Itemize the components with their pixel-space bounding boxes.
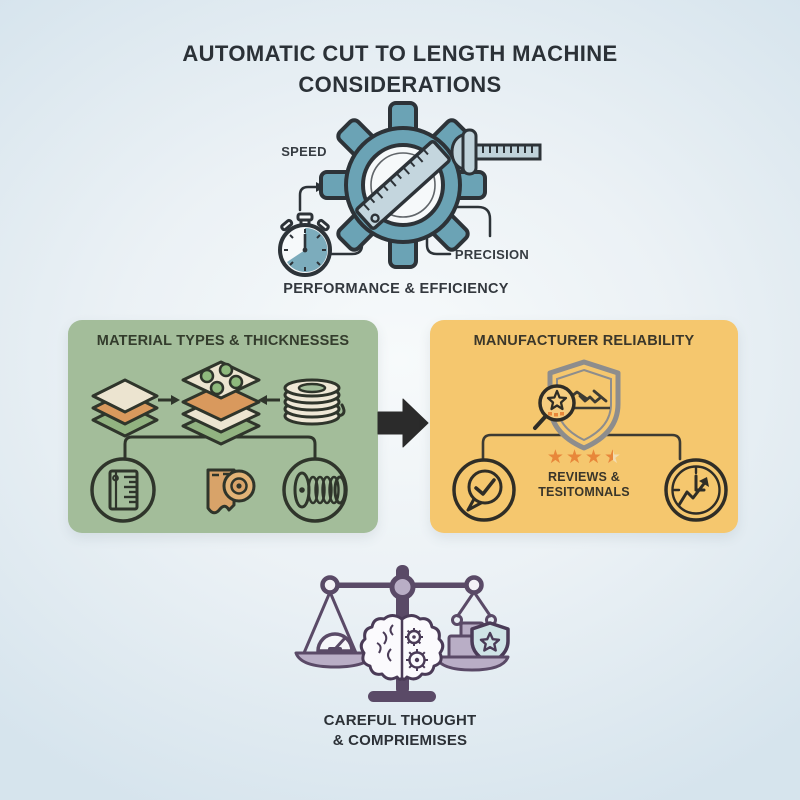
page-title-line1: AUTOMATIC CUT TO LENGTH MACHINE [182, 41, 618, 66]
manufacturer-reliability-box: MANUFACTURER RELIABILITY [430, 320, 738, 533]
material-box-illustration [90, 360, 348, 523]
full-star-icon: ★ [565, 447, 583, 468]
scale-base [368, 691, 436, 702]
page-title-line2: CONSIDERATIONS [298, 72, 502, 97]
precision-label: PRECISION [454, 247, 530, 262]
notebook-ruler-icon [108, 469, 139, 511]
speed-label: SPEED [281, 144, 327, 159]
conclusion-line2: & COMPRIEMISES [332, 732, 468, 749]
layered-sheets-icon [91, 378, 159, 438]
reviews-line1: REVIEWS & [548, 470, 620, 484]
flow-arrow-icon [377, 398, 429, 448]
half-star-icon: ★★ [604, 447, 622, 468]
beam-end-right [464, 575, 484, 595]
speech-check-icon [452, 458, 516, 522]
performance-caption: PERFORMANCE & EFFICIENCY [283, 281, 509, 297]
balance-scale-icon [294, 565, 510, 702]
gauge-icon [316, 632, 354, 653]
wire-spool-icon [293, 471, 347, 509]
bracket-lines [123, 435, 317, 459]
full-star-icon: ★ [546, 447, 564, 468]
page-title: AUTOMATIC CUT TO LENGTH MACHINE CONSIDER… [0, 38, 800, 100]
stopwatch-icon [278, 212, 332, 277]
material-box-title: MATERIAL TYPES & THICKNESSES [96, 333, 350, 349]
right-pan [434, 591, 510, 672]
bolt-icon [450, 128, 542, 176]
scale-pivot [389, 574, 416, 600]
beam-end-left [320, 575, 340, 595]
magnifier-star-icon [533, 384, 576, 430]
performance-illustration [278, 101, 542, 277]
perforated-stack-icon [181, 360, 261, 446]
clock-growth-icon [664, 458, 728, 522]
wire-coil-icon [283, 378, 346, 426]
bracket-lines [481, 433, 682, 461]
brain-gears-icon [359, 614, 445, 681]
notebook-circle [90, 457, 156, 523]
reliability-box-illustration [452, 359, 728, 522]
full-star-icon: ★ [585, 447, 603, 468]
conclusion-caption: CAREFUL THOUGHT & COMPRIEMISES [290, 711, 510, 751]
conclusion-line1: CAREFUL THOUGHT [323, 712, 477, 729]
material-roll-icon [206, 468, 256, 515]
gear-ruler-icon [319, 101, 487, 269]
reliability-box-title: MANUFACTURER RELIABILITY [473, 333, 695, 349]
material-types-box: MATERIAL TYPES & THICKNESSES [68, 320, 378, 533]
arrow-right-icon [158, 395, 180, 405]
star-rating: ★★★★★ [430, 448, 738, 467]
arrow-left-icon [258, 395, 280, 405]
reviews-line2: TESITOMNALS [538, 485, 630, 499]
